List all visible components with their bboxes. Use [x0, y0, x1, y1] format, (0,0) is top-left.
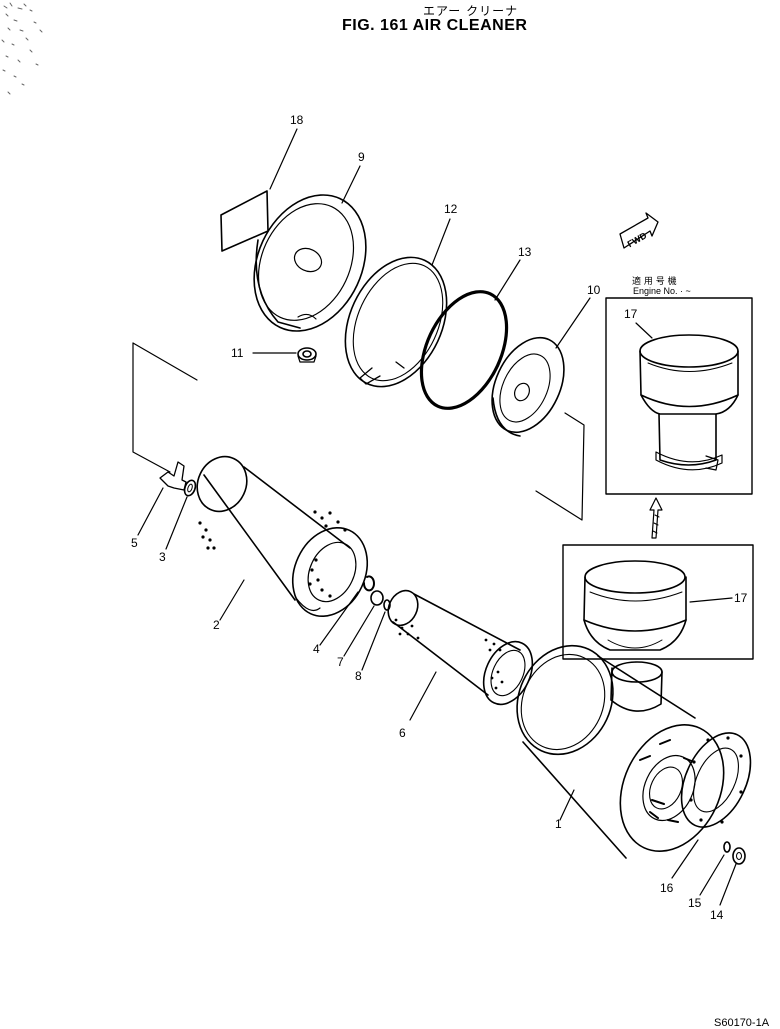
leader-14: [719, 863, 737, 906]
washer-3: [165, 479, 197, 550]
callout-10: 10: [587, 283, 601, 297]
washer-8: [361, 599, 391, 671]
callout-15: 15: [688, 896, 702, 910]
callout-12: 12: [444, 202, 458, 216]
cap-part: [491, 297, 591, 437]
callout-14: 14: [710, 908, 724, 922]
o-ring: [419, 259, 521, 410]
leader-1: [559, 789, 575, 821]
leader-13: [494, 259, 521, 301]
leader-9: [341, 165, 361, 204]
callout-8: 8: [355, 669, 362, 683]
callout-3: 3: [159, 550, 166, 564]
leader-16: [671, 839, 699, 879]
callout-17-lower: 17: [734, 591, 748, 605]
gasket: [671, 732, 752, 879]
callout-5: 5: [131, 536, 138, 550]
clamp-band: [344, 218, 451, 388]
callout-18: 18: [290, 113, 304, 127]
engine-number-label: Engine No. · ~: [633, 286, 691, 296]
leader-6: [409, 671, 437, 721]
snap-ring: [319, 575, 375, 646]
up-arrow-icon: [649, 497, 663, 539]
callout-6: 6: [399, 726, 406, 740]
leader-5: [137, 487, 164, 536]
drawing-number: S60170-1A: [714, 1017, 770, 1029]
washer-15: [699, 841, 731, 896]
leader-2: [219, 579, 245, 621]
callout-7: 7: [337, 655, 344, 669]
cover-part: [253, 165, 367, 332]
engine-variant-box: [605, 297, 753, 495]
leader-4: [319, 591, 359, 646]
leader-10: [555, 297, 591, 349]
callout-13: 13: [518, 245, 532, 259]
precleaner-detail-box: [562, 544, 754, 660]
engine-applicable-label-jp: 適 用 号 機: [632, 277, 677, 287]
leader-18: [269, 128, 298, 190]
bracket-right: [535, 412, 585, 521]
leader-17a: [635, 322, 653, 339]
fwd-arrow-icon: [619, 212, 659, 249]
precleaner-part: [583, 560, 733, 651]
callout-1: 1: [555, 817, 562, 831]
callout-11: 11: [231, 346, 244, 360]
bracket-left: [132, 342, 198, 473]
nut-14: [719, 847, 746, 906]
leader-3: [165, 496, 188, 550]
fwd-label-icon: FWD: [626, 230, 649, 249]
cleaner-body: [516, 644, 725, 859]
leader-17b: [689, 597, 733, 603]
figure-title: FIG. 161 AIR CLEANER: [342, 17, 528, 34]
leader-7: [343, 605, 375, 657]
callout-4: 4: [313, 642, 320, 656]
label-plate: [220, 190, 269, 252]
cover-nut: [252, 347, 317, 363]
leader-8: [361, 611, 386, 671]
callout-9: 9: [358, 150, 365, 164]
title-japanese: エアー クリーナ: [423, 4, 519, 18]
callout-2: 2: [213, 618, 220, 632]
callout-17-top: 17: [624, 307, 638, 321]
precleaner-variant: [635, 322, 739, 471]
callout-16: 16: [660, 881, 674, 895]
nut-7: [343, 590, 384, 657]
wing-nut: [137, 461, 187, 536]
leader-15: [699, 854, 725, 896]
outer-element: [196, 455, 369, 621]
fwd-label: FWD: [626, 230, 649, 249]
leader-12: [431, 218, 451, 266]
scan-noise: [1, 2, 43, 95]
